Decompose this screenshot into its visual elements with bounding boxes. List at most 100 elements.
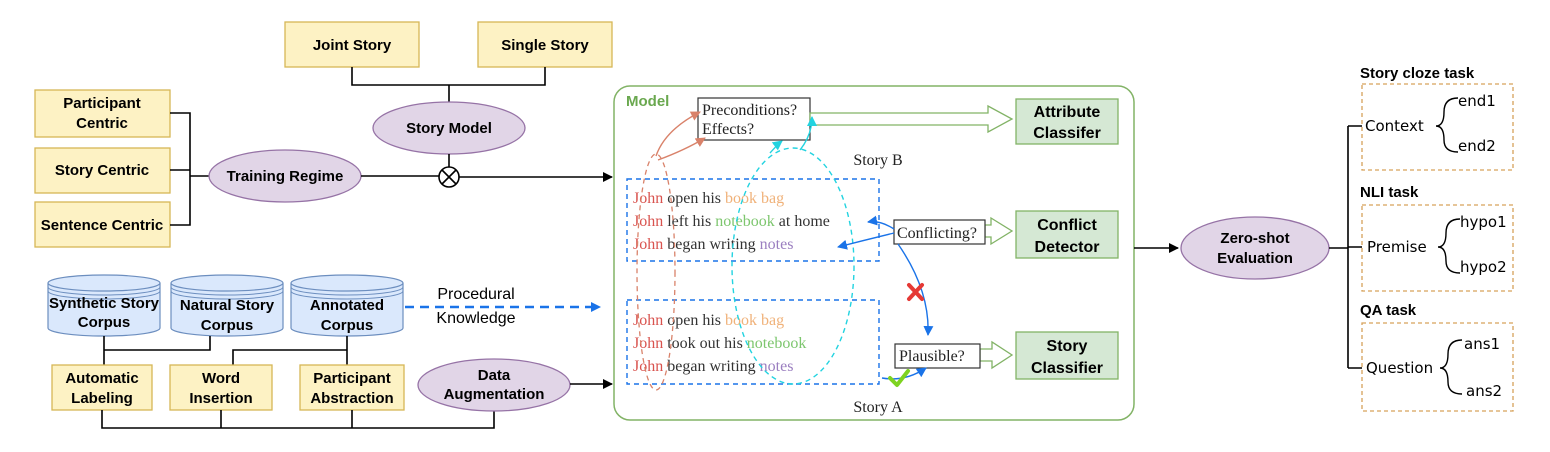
story-b-sentence-1-part-1: John: [633, 190, 663, 207]
check-icon: [888, 369, 910, 387]
data-augmentation-ellipse: [417, 358, 571, 412]
procedural-knowledge-line1: Procedural: [437, 286, 514, 303]
qa-brace: [1439, 339, 1463, 395]
story-b-sentence-2-part-2: left his: [663, 213, 715, 230]
story-b-sentence-3-part-3: notes: [760, 236, 794, 253]
augmentation-bottom-connector: [101, 410, 495, 429]
to-conflict-hollow-arrow: [984, 216, 1014, 246]
attribute-classifier-box: [1015, 98, 1119, 145]
automatic-labeling-line2: Labeling: [71, 390, 133, 407]
plausible-label: Plausible?: [899, 348, 965, 365]
story-a-label: Story A: [853, 399, 903, 416]
preconditions-label: Preconditions?: [702, 102, 797, 119]
to-story-classifier-hollow-arrow: [979, 340, 1014, 370]
story-a-sentence-3-part-3: notes: [760, 358, 794, 375]
nli-box: [1361, 204, 1514, 292]
effects-label: Effects?: [702, 121, 754, 138]
word-insertion-line1: Word: [202, 370, 240, 387]
story-cloze-brace: [1435, 97, 1459, 153]
story-a-sentence-1-part-3: book bag: [725, 312, 784, 329]
conflict-detector-box: [1015, 210, 1119, 259]
training-regime-title: Training Regime: [227, 168, 344, 185]
nli-leaf-2: hypo2: [1460, 258, 1507, 276]
annotated-corpus-line1: Annotated: [310, 297, 384, 314]
procedural-knowledge-line2: Knowledge: [436, 310, 515, 327]
data-augmentation-line1: Data: [478, 367, 511, 384]
synthetic-corpus-line2: Corpus: [78, 314, 131, 331]
data-augmentation-line2: Augmentation: [444, 386, 545, 403]
story-b-sentence-3-part-1: John: [633, 236, 663, 253]
story-b-sentence-2: John left his notebook at home: [633, 213, 830, 230]
automatic-labeling-line1: Automatic: [65, 370, 138, 387]
story-a-sentence-3-part-1: John: [633, 358, 663, 375]
attribute-classifier-line1: Attribute: [1034, 104, 1101, 121]
nli-brace: [1437, 218, 1461, 274]
conflict-to-plausible-arrow: [897, 243, 934, 336]
tasks-group: Story cloze task Context end1 end2 NLI t…: [1360, 65, 1514, 412]
corpora-connectors: [103, 336, 348, 365]
natural-corpus-db: Natural Story Corpus: [170, 274, 284, 337]
zero-shot-line2: Evaluation: [1217, 250, 1293, 267]
story-b-label: Story B: [853, 152, 902, 169]
sentence-centric-box: [34, 201, 171, 248]
zero-shot-tasks-connector: [1329, 125, 1362, 369]
automatic-labeling-box: [51, 364, 153, 411]
corpora-group: Synthetic Story Corpus Natural Story Cor…: [47, 274, 601, 365]
story-a-sentence-2-part-2: took out his: [663, 335, 747, 352]
plausible-box: [894, 343, 981, 369]
training-regime-connector: [170, 112, 209, 226]
qa-leaf-2: ans2: [1466, 382, 1502, 400]
story-b-sentence-3-part-2: began writing: [663, 236, 759, 253]
story-model-connector: [351, 67, 546, 103]
story-centric-box: [34, 147, 171, 194]
model-group: Model Preconditions? Effects? Attribute …: [613, 85, 1135, 421]
participant-abstraction-line1: Participant: [313, 370, 391, 387]
story-centric-label: Story Centric: [55, 162, 149, 179]
story-b-sentence-1-part-2: open his: [663, 190, 725, 207]
story-b-sentence-2-part-1: John: [633, 213, 663, 230]
story-cloze-title: Story cloze task: [1360, 65, 1475, 82]
story-a-sentence-3-part-2: began writing: [663, 358, 759, 375]
sentence-centric-label: Sentence Centric: [41, 217, 164, 234]
conflict-to-line2-arrow: [867, 215, 895, 230]
qa-box: [1361, 322, 1514, 412]
story-a-sentence-2-part-3: notebook: [747, 335, 807, 352]
participant-centric-line1: Participant: [63, 95, 141, 112]
attribute-ellipse: [731, 147, 855, 385]
qa-title: QA task: [1360, 302, 1417, 319]
nli-root: Premise: [1367, 238, 1427, 256]
story-a-sentence-2-part-1: John: [633, 335, 663, 352]
conflicting-label: Conflicting?: [897, 225, 977, 242]
participant-centric-line2: Centric: [76, 115, 128, 132]
story-b-sentence-2-part-4: at home: [775, 213, 830, 230]
story-cloze-leaf-2: end2: [1458, 137, 1496, 155]
joint-story-box: [284, 21, 420, 68]
story-a-sentence-3: John began writing notes: [633, 358, 793, 375]
conflict-detector-line2: Detector: [1035, 239, 1100, 256]
qa-leaf-1: ans1: [1464, 335, 1500, 353]
story-a-sentence-1-part-1: John: [633, 312, 663, 329]
story-b-sentence-2-part-3: notebook: [715, 213, 775, 230]
model-title: Model: [626, 93, 669, 110]
annotated-corpus-line2: Corpus: [321, 317, 374, 334]
single-story-box: [477, 21, 613, 68]
participant-to-precond-arrow-2: [657, 137, 706, 161]
combine-node-cross: [441, 169, 457, 185]
story-b-sentence-3: John began writing notes: [633, 236, 793, 253]
conflict-detector-line1: Conflict: [1037, 217, 1097, 234]
story-b-sentence-1: John open his book bag: [633, 190, 784, 207]
participant-ellipse: [636, 153, 676, 391]
word-insertion-line2: Insertion: [189, 390, 252, 407]
story-model-title: Story Model: [406, 120, 492, 137]
story-b-frame: [626, 178, 880, 262]
participant-abstraction-line2: Abstraction: [310, 390, 393, 407]
natural-corpus-line1: Natural Story: [180, 297, 275, 314]
conflicting-box: [893, 219, 986, 245]
story-b-sentence-1-part-3: book bag: [725, 190, 784, 207]
story-a-sentence-1: John open his book bag: [633, 312, 784, 329]
story-model-group: Joint Story Single Story Story Model: [284, 21, 613, 167]
preconditions-effects-box: [697, 97, 811, 141]
participant-centric-box: [34, 89, 171, 138]
